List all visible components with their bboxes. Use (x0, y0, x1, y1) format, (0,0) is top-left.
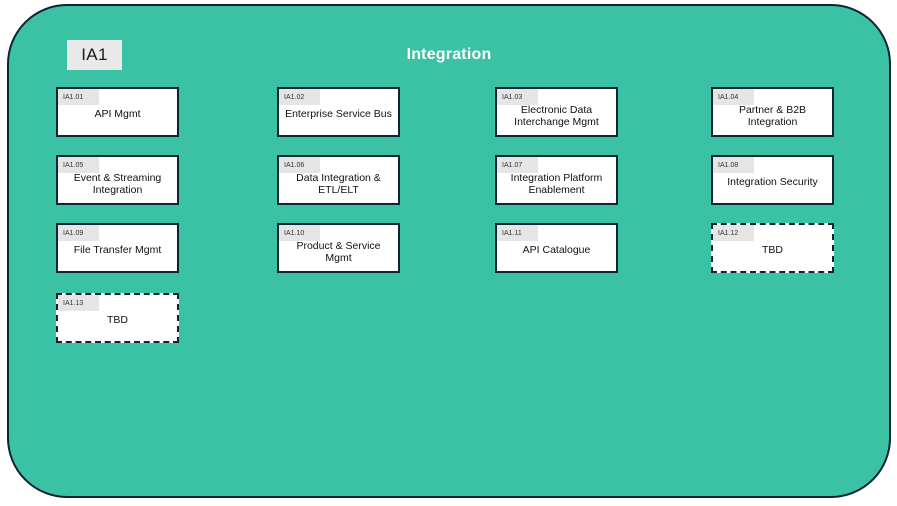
domain-id-label: IA1 (81, 45, 108, 64)
capability-card-data-integration-etl: IA1.06 Data Integration & ETL/ELT (277, 155, 400, 205)
capability-label: File Transfer Mgmt (73, 244, 162, 256)
capability-id-tag: IA1.04 (713, 89, 754, 105)
capability-label: TBD (107, 314, 128, 326)
capability-card-enterprise-service-bus: IA1.02 Enterprise Service Bus (277, 87, 400, 137)
capability-id-tag: IA1.09 (58, 225, 99, 241)
capability-id-tag: IA1.13 (58, 295, 99, 311)
domain-id-badge: IA1 (67, 40, 122, 70)
capability-id-tag: IA1.08 (713, 157, 754, 173)
capability-card-product-service-mgmt: IA1.10 Product & Service Mgmt (277, 223, 400, 273)
capability-label: API Catalogue (522, 244, 591, 256)
capability-card-integration-platform-enablement: IA1.07 Integration Platform Enablement (495, 155, 618, 205)
capability-id-tag: IA1.05 (58, 157, 99, 173)
capability-card-partner-b2b-integration: IA1.04 Partner & B2B Integration (711, 87, 834, 137)
capability-label: Data Integration & ETL/ELT (296, 172, 381, 196)
capability-id-tag: IA1.12 (713, 225, 754, 241)
capability-card-file-transfer-mgmt: IA1.09 File Transfer Mgmt (56, 223, 179, 273)
capability-card-integration-security: IA1.08 Integration Security (711, 155, 834, 205)
capability-id-tag: IA1.10 (279, 225, 320, 241)
capability-label: Product & Service Mgmt (296, 240, 381, 264)
capability-label: Event & Streaming Integration (73, 172, 162, 196)
capability-card-event-streaming-integration: IA1.05 Event & Streaming Integration (56, 155, 179, 205)
capability-id-tag: IA1.06 (279, 157, 320, 173)
capability-label: Enterprise Service Bus (285, 108, 392, 120)
capability-label: TBD (762, 244, 783, 256)
capability-label: Integration Security (727, 176, 818, 188)
capability-card-tbd-13: IA1.13 TBD (56, 293, 179, 343)
capability-card-api-catalogue: IA1.11 API Catalogue (495, 223, 618, 273)
capability-id-tag: IA1.07 (497, 157, 538, 173)
capability-id-tag: IA1.11 (497, 225, 538, 241)
capability-label: Partner & B2B Integration (738, 104, 807, 128)
capability-label: Integration Platform Enablement (510, 172, 603, 196)
page-title: Integration (406, 46, 492, 63)
capability-id-tag: IA1.02 (279, 89, 320, 105)
capability-id-tag: IA1.01 (58, 89, 99, 105)
capability-label: API Mgmt (94, 108, 141, 120)
capability-id-tag: IA1.03 (497, 89, 538, 105)
capability-card-api-mgmt: IA1.01 API Mgmt (56, 87, 179, 137)
capability-card-electronic-data-interchange: IA1.03 Electronic Data Interchange Mgmt (495, 87, 618, 137)
capability-card-tbd-12: IA1.12 TBD (711, 223, 834, 273)
capability-label: Electronic Data Interchange Mgmt (514, 104, 599, 128)
